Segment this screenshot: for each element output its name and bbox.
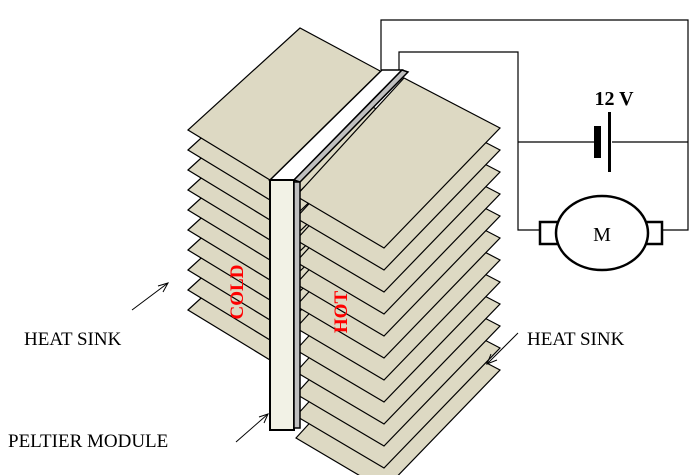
arrow-right-heat-sink xyxy=(486,332,519,365)
arrow-peltier-module xyxy=(235,413,269,443)
motor-icon xyxy=(538,194,664,272)
circuit-wires xyxy=(380,19,689,231)
right-fin xyxy=(295,77,501,249)
arrow-left-heat-sink xyxy=(131,282,170,311)
pointer-arrows xyxy=(131,282,519,443)
battery-voltage-label: 12 V xyxy=(594,88,634,110)
module-side-strip xyxy=(293,181,301,429)
heat-sink-left-label: HEAT SINK xyxy=(24,329,122,350)
peltier-module-label: PELTIER MODULE xyxy=(8,431,168,452)
battery-icon xyxy=(594,112,611,172)
cold-label: COLD xyxy=(227,265,248,320)
motor-symbol-label: M xyxy=(593,224,611,246)
heat-sink-right-label: HEAT SINK xyxy=(527,329,625,350)
right-heat-sink xyxy=(295,77,501,475)
hot-label: HOT xyxy=(331,291,352,334)
module-front-face xyxy=(269,179,295,431)
